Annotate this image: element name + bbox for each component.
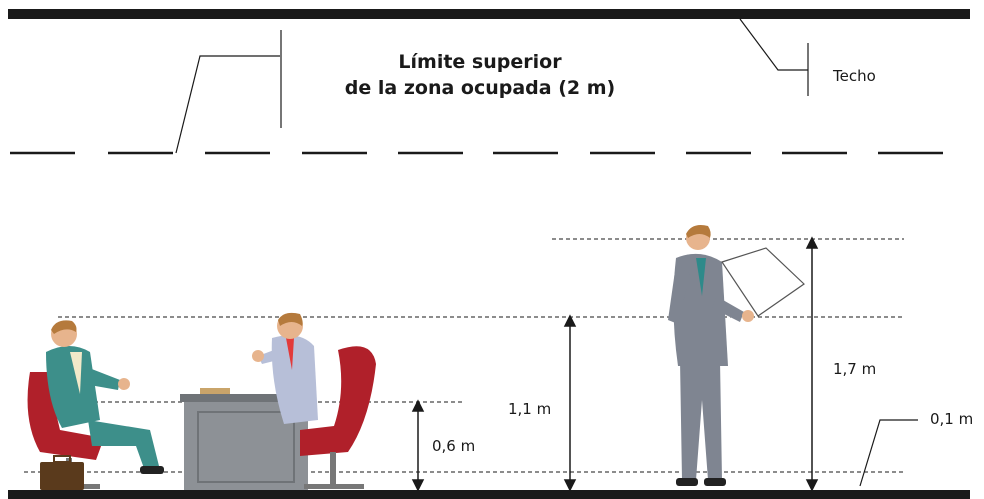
- standing-person-icon: [668, 225, 805, 486]
- h01-leader-line: [859, 419, 918, 487]
- title-leader-line: [175, 55, 280, 154]
- floor-bar: [8, 490, 970, 499]
- title-line-1: Límite superior: [398, 51, 562, 73]
- seated-person-right-icon: [252, 312, 376, 489]
- title-line-2: de la zona ocupada (2 m): [345, 77, 615, 99]
- ceiling-bar: [8, 9, 970, 19]
- label-01m: 0,1 m: [930, 410, 973, 428]
- dimension-arrows: [411, 236, 819, 492]
- ceiling-leader-line: [739, 18, 808, 71]
- ceiling-label: Techo: [832, 67, 876, 85]
- label-06m: 0,6 m: [432, 437, 475, 455]
- label-17m: 1,7 m: [833, 360, 876, 378]
- label-11m: 1,1 m: [508, 400, 551, 418]
- briefcase-icon: [40, 455, 84, 490]
